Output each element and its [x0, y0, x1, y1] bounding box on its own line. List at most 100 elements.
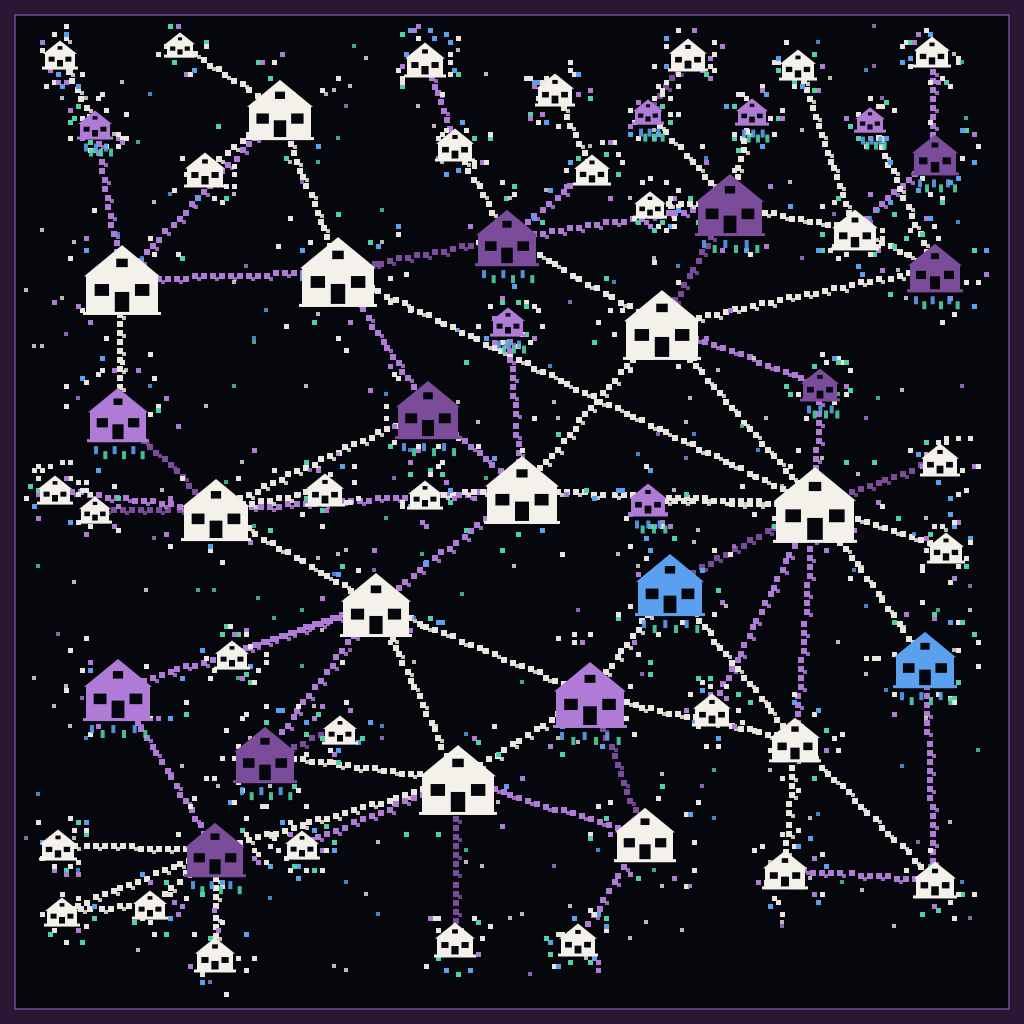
pixel-dot: [976, 748, 980, 752]
pixel-dot: [952, 52, 956, 56]
pixel-dot: [652, 868, 656, 872]
pixel-dot: [924, 452, 928, 456]
pixel-dot: [192, 204, 196, 208]
pixel-dot: [232, 384, 236, 388]
pixel-dot: [336, 136, 340, 140]
pixel-dot: [208, 980, 212, 984]
pixel-dot-cluster: [920, 512, 973, 585]
network-link: [798, 72, 858, 227]
house-icon: [39, 829, 77, 861]
pixel-dot: [872, 64, 876, 68]
pixel-dot: [304, 384, 308, 388]
pixel-dot: [204, 404, 208, 408]
house-icon: [907, 243, 963, 310]
pixel-dot: [80, 696, 84, 700]
pixel-dot: [684, 420, 688, 424]
pixel-dot: [700, 784, 704, 788]
house-icon: [246, 79, 314, 141]
pixel-dot: [236, 676, 240, 680]
pixel-dot: [704, 156, 708, 160]
pixel-dot: [412, 616, 416, 620]
pixel-dot: [552, 400, 556, 404]
pixel-dot-cluster: [752, 692, 845, 793]
pixel-dot: [300, 180, 304, 184]
pixel-dot-cluster: [320, 548, 445, 665]
pixel-dot-cluster: [864, 600, 981, 717]
pixel-dot: [312, 704, 316, 708]
pixel-dot: [376, 840, 380, 844]
network-link: [666, 330, 813, 501]
pixel-dot-cluster: [164, 448, 277, 565]
pixel-dot: [680, 928, 684, 932]
house-icon: [800, 368, 840, 419]
pixel-dot: [764, 416, 768, 420]
pixel-dot: [196, 588, 200, 592]
pixel-dot: [676, 264, 680, 268]
pixel-dot: [864, 672, 868, 676]
pixel-dot: [76, 396, 80, 400]
pixel-dot: [124, 368, 128, 372]
pixel-dot: [152, 536, 156, 540]
pixel-dot: [372, 568, 376, 572]
pixel-dot-cluster: [176, 796, 273, 913]
house-icon: [184, 822, 246, 895]
pixel-dot-cluster: [404, 724, 525, 837]
pixel-dot: [576, 740, 580, 744]
pixel-dot-cluster: [564, 140, 625, 201]
house-icon: [184, 152, 226, 188]
pixel-dot: [336, 552, 340, 556]
pixel-dot: [136, 948, 140, 952]
house-icon: [214, 640, 250, 670]
house-icon: [233, 726, 297, 801]
pixel-dot: [252, 336, 256, 340]
pixel-dot: [332, 964, 336, 968]
pixel-dot: [556, 416, 560, 420]
house-icon: [535, 73, 575, 107]
pixel-dot: [960, 880, 964, 884]
pixel-dot-cluster: [64, 356, 181, 473]
pixel-dot-cluster: [632, 176, 681, 233]
pixel-dot: [320, 628, 324, 632]
pixel-dot: [252, 340, 256, 344]
pixel-dot: [72, 240, 76, 244]
pixel-dot: [68, 724, 72, 728]
pixel-dot: [180, 764, 184, 768]
pixel-dot: [964, 556, 968, 560]
pixel-dot: [300, 608, 304, 612]
house-icon: [692, 693, 732, 727]
pixel-dot: [852, 568, 856, 572]
pixel-dot: [640, 672, 644, 676]
pixel-dot: [380, 736, 384, 740]
pixel-dot: [268, 896, 272, 900]
house-icon: [475, 209, 539, 284]
pixel-dot: [380, 240, 384, 244]
pixel-dot-cluster: [772, 40, 825, 93]
house-icon: [395, 380, 461, 457]
house-icon: [633, 191, 667, 219]
house-icon: [927, 532, 965, 564]
house-icon: [77, 110, 113, 157]
pixel-dot: [864, 68, 868, 72]
pixel-dot-cluster: [216, 52, 341, 161]
pixel-dot-cluster: [816, 192, 897, 277]
pixel-dot: [520, 680, 524, 684]
pixel-dot: [808, 876, 812, 880]
pixel-dot: [752, 356, 756, 360]
pixel-dot-cluster: [904, 848, 977, 921]
pixel-dot: [692, 432, 696, 436]
pixel-dot: [628, 936, 632, 940]
network-link: [798, 744, 933, 878]
pixel-dot: [956, 220, 960, 224]
pixel-dot: [36, 564, 40, 568]
pixel-dot: [816, 812, 820, 816]
pixel-dot: [232, 192, 236, 196]
pixel-dot: [432, 124, 436, 128]
pixel-dot: [960, 60, 964, 64]
pixel-dot: [660, 884, 664, 888]
pixel-dot: [384, 516, 388, 520]
pixel-dot-cluster: [908, 436, 981, 501]
pixel-dot: [924, 516, 928, 520]
pixel-dot-cluster: [200, 624, 269, 685]
